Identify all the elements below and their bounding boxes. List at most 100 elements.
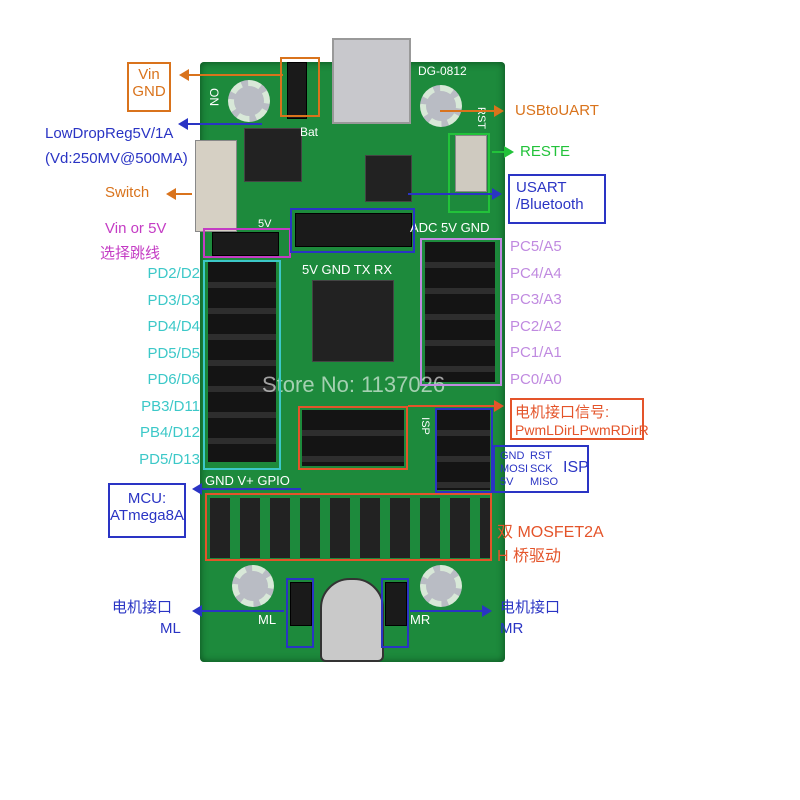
arrow bbox=[440, 105, 504, 117]
arrow bbox=[179, 69, 283, 81]
motor-left-highlight bbox=[286, 578, 314, 648]
capacitor bbox=[320, 578, 384, 662]
analog-pin-highlight bbox=[420, 238, 502, 386]
pin-label: PD6/D6 bbox=[147, 371, 200, 388]
arrow bbox=[192, 483, 301, 495]
jumper-highlight bbox=[203, 228, 291, 258]
digital-pin-header bbox=[208, 262, 276, 462]
arrow bbox=[408, 400, 504, 412]
mcu-model: ATmega8A bbox=[110, 507, 184, 524]
isp-title: ISP bbox=[563, 459, 589, 476]
gnd-label: GND bbox=[132, 83, 166, 100]
arrow bbox=[492, 146, 514, 158]
isp-highlight bbox=[435, 408, 493, 493]
pin-label: PB3/D11 bbox=[141, 397, 200, 415]
motor-signal-pins: PwmLDirLPwmRDirR bbox=[515, 422, 649, 438]
adc-header-label: ADC 5V GND bbox=[410, 220, 490, 235]
arrow bbox=[166, 188, 192, 200]
digital-pin-highlight bbox=[203, 260, 281, 470]
ml-silk: ML bbox=[258, 612, 277, 627]
vin-label: Vin bbox=[138, 66, 160, 83]
motor-signal-label: 电机接口信号: bbox=[515, 404, 610, 421]
pin-label: PD5/D5 bbox=[147, 344, 200, 362]
pin-label: PC1/A1 bbox=[510, 344, 562, 361]
pin-label: PD5/D13 bbox=[139, 450, 200, 468]
reset-button[interactable] bbox=[455, 135, 487, 192]
mcu-box: MCU: ATmega8A bbox=[108, 483, 186, 538]
jumper-label: Vin or 5V bbox=[105, 220, 167, 237]
usb-uart-chip bbox=[365, 155, 412, 202]
motor-signal-highlight bbox=[298, 406, 408, 470]
usb-uart-label: USBtoUART bbox=[515, 102, 599, 119]
regulator-spec: (Vd:250MV@500MA) bbox=[45, 150, 188, 167]
pin-label: PC2/A2 bbox=[510, 317, 562, 335]
isp-pin: MOSI bbox=[500, 463, 529, 475]
pin-label: PB4/D12 bbox=[139, 424, 200, 441]
isp-silk: ISP bbox=[418, 417, 431, 435]
analog-pin-header bbox=[425, 242, 495, 382]
bat-silk: Bat bbox=[300, 125, 319, 139]
arrow bbox=[192, 605, 284, 617]
mounting-hole bbox=[420, 85, 462, 127]
usart-box: USART /Bluetooth bbox=[508, 174, 606, 224]
mosfet-array bbox=[210, 498, 490, 558]
motor-right-id: MR bbox=[500, 620, 524, 637]
pin-label: PD2/D2 bbox=[147, 265, 200, 282]
vin-gnd-highlight bbox=[280, 57, 320, 117]
pin-label: PC4/A4 bbox=[510, 264, 562, 282]
isp-pin: SCK bbox=[530, 463, 553, 475]
isp-pin: RST bbox=[530, 450, 552, 462]
digital-pin-labels: PD2/D2 PD3/D3 PD4/D4 PD5/D5 PD6/D6 PB3/D… bbox=[110, 265, 200, 477]
motor-left-id: ML bbox=[160, 620, 181, 637]
motor-left-label: 电机接口 bbox=[112, 599, 173, 616]
battery-header bbox=[287, 62, 307, 119]
regulator-label: LowDropReg5V/1A bbox=[45, 125, 174, 142]
regulator-chip bbox=[244, 128, 302, 182]
hbridge-label: H 桥驱动 bbox=[497, 548, 562, 565]
isp-pin: MISO bbox=[530, 476, 559, 488]
mcu-label: MCU: bbox=[127, 490, 167, 507]
isp-pin: GND bbox=[500, 450, 525, 462]
arrow bbox=[410, 605, 492, 617]
jumper-label-cn: 选择跳线 bbox=[100, 245, 161, 262]
atmega8a-chip bbox=[312, 280, 394, 362]
mosfet-label: 双 MOSFET2A bbox=[497, 524, 604, 541]
analog-pin-labels: PC5/A5 PC4/A4 PC3/A3 PC2/A2 PC1/A1 PC0/A… bbox=[510, 238, 562, 397]
jumper-header bbox=[212, 232, 279, 256]
gpio-header-label: GND V+ GPIO bbox=[205, 473, 290, 488]
on-silk: ON bbox=[207, 88, 221, 106]
reset-label: RESTE bbox=[520, 143, 571, 160]
isp-header bbox=[435, 410, 490, 490]
motor-signal-header bbox=[302, 410, 404, 466]
pin-label: PC5/A5 bbox=[510, 238, 562, 255]
vin-gnd-box: Vin GND bbox=[127, 62, 171, 112]
reset-highlight bbox=[448, 133, 490, 213]
mounting-hole bbox=[232, 565, 274, 607]
motor-right-label: 电机接口 bbox=[500, 599, 561, 616]
mr-silk: MR bbox=[410, 612, 431, 627]
uart-header-label: 5V GND TX RX bbox=[302, 262, 393, 277]
isp-pin: 5V bbox=[500, 476, 514, 488]
uart-header bbox=[295, 213, 412, 247]
mosfet-highlight bbox=[205, 493, 492, 561]
usart-label: USART bbox=[516, 179, 567, 196]
arrow bbox=[178, 118, 262, 130]
motor-signal-box: 电机接口信号: PwmLDirLPwmRDirR bbox=[510, 398, 649, 440]
pin-label: PC0/A0 bbox=[510, 370, 562, 388]
usb-connector bbox=[332, 38, 411, 124]
motor-left-header bbox=[290, 582, 312, 626]
power-switch[interactable] bbox=[195, 140, 237, 232]
pin-label: PD4/D4 bbox=[147, 318, 200, 335]
mounting-hole bbox=[228, 80, 270, 122]
watermark: Store No: 1137026 bbox=[262, 372, 446, 397]
arrow bbox=[408, 188, 502, 200]
board-model: DG-0812 bbox=[418, 64, 467, 78]
bluetooth-label: /Bluetooth bbox=[516, 196, 584, 213]
5v-silk: 5V bbox=[258, 218, 272, 230]
motor-right-highlight bbox=[381, 578, 409, 648]
switch-label: Switch bbox=[105, 184, 150, 201]
mounting-hole bbox=[420, 565, 462, 607]
uart-highlight bbox=[290, 208, 415, 253]
pin-label: PC3/A3 bbox=[510, 291, 562, 308]
